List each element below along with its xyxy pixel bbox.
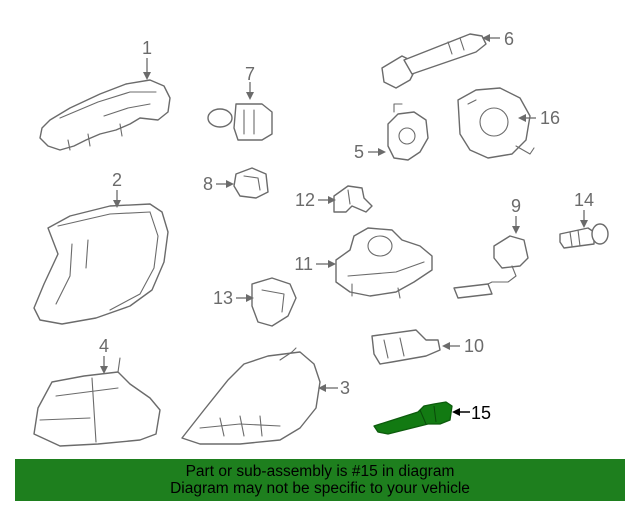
part-7-lock-cylinder — [207, 103, 273, 141]
leader-5: 5 — [354, 142, 386, 162]
info-banner: Part or sub-assembly is #15 in diagram D… — [15, 459, 625, 501]
part-12-bracket — [333, 185, 373, 213]
callout-6: 6 — [504, 29, 514, 49]
part-14-pin — [559, 223, 609, 249]
banner-line-1: Part or sub-assembly is #15 in diagram — [185, 463, 455, 480]
part-1-upper-column-cover — [39, 79, 171, 151]
part-11-switch-housing — [335, 227, 433, 299]
callout-12: 12 — [295, 190, 315, 210]
leader-6: 6 — [482, 29, 514, 49]
callout-5: 5 — [354, 142, 364, 162]
leader-2: 2 — [112, 170, 122, 208]
part-16-clockspring — [457, 87, 535, 159]
callout-4: 4 — [99, 336, 109, 356]
part-3-lower-trim — [181, 347, 321, 445]
callout-13: 13 — [213, 288, 233, 308]
leader-13: 13 — [213, 288, 254, 308]
callout-14: 14 — [574, 190, 594, 210]
leader-12: 12 — [295, 190, 336, 210]
part-9-switch-with-harness — [453, 235, 529, 299]
part-10-module — [371, 329, 441, 365]
leader-9: 9 — [511, 196, 521, 234]
leader-3: 3 — [318, 378, 350, 398]
leader-1: 1 — [142, 38, 152, 80]
part-15-highlighted — [373, 401, 453, 435]
part-4-lower-panel — [33, 357, 161, 447]
part-2-lower-column-cover — [33, 203, 169, 325]
leader-7: 7 — [245, 64, 255, 100]
leader-16: 16 — [518, 108, 560, 128]
callout-1: 1 — [142, 38, 152, 58]
part-8-sensor — [233, 167, 269, 199]
part-5-connector — [387, 103, 429, 161]
leader-15: 15 — [452, 403, 491, 423]
leader-8: 8 — [203, 174, 234, 194]
callout-8: 8 — [203, 174, 213, 194]
callout-10: 10 — [464, 336, 484, 356]
leader-4: 4 — [99, 336, 109, 374]
callout-11: 11 — [294, 254, 313, 274]
leader-11: 11 — [294, 254, 336, 274]
callout-16: 16 — [540, 108, 560, 128]
part-13-actuator — [251, 277, 297, 327]
callout-15: 15 — [471, 403, 491, 423]
part-6-switch-stalk — [381, 33, 487, 89]
banner-line-2: Diagram may not be specific to your vehi… — [170, 480, 470, 497]
callout-3: 3 — [340, 378, 350, 398]
leader-14: 14 — [574, 190, 594, 228]
callout-2: 2 — [112, 170, 122, 190]
leader-10: 10 — [442, 336, 484, 356]
callout-7: 7 — [245, 64, 255, 84]
callout-9: 9 — [511, 196, 521, 216]
